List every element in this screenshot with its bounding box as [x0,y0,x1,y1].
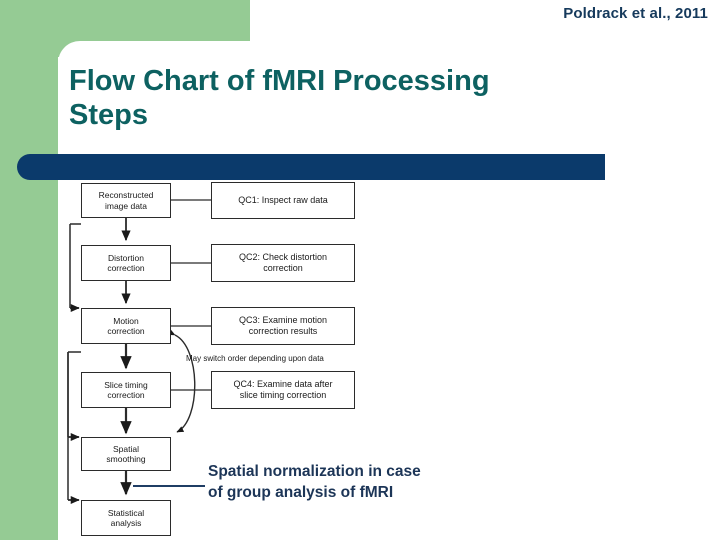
white-title-panel [58,41,720,155]
qc-box-4-line1: QC4: Examine data after [233,379,333,390]
qc-box-3-line2: correction results [248,326,318,336]
qc-box-2-line1: QC2: Check distortion [238,252,328,263]
step-statistical-analysis-line1: Statistical [107,507,145,518]
step-motion-line2: correction [107,326,145,336]
step-slice-timing-line1: Slice timing [104,379,148,390]
qc-box-1-line1: QC1: Inspect raw data [238,195,328,206]
qc-box-1: QC1: Inspect raw data [211,182,355,219]
step-distortion-line1: Distortion [108,252,144,263]
page-title: Flow Chart of fMRI Processing Steps [69,64,629,132]
qc-box-3: QC3: Examine motion correction results [211,307,355,345]
step-distortion: Distortion correction [81,245,171,281]
qc-box-2: QC2: Check distortion correction [211,244,355,282]
qc-box-2-line2: correction [263,263,303,273]
step-spatial-smoothing: Spatial smoothing [81,437,171,471]
step-reconstructed-line2: image data [104,200,148,211]
step-spatial-smoothing-line2: smoothing [106,454,146,464]
annotation-text: Spatial normalization in case of group a… [208,462,508,504]
green-left-strip [0,0,58,540]
qc-box-3-line1: QC3: Examine motion [238,315,328,326]
annotation-text-line1: Spatial normalization in case [208,463,421,480]
step-statistical-analysis: Statistical analysis [81,500,171,536]
fmri-processing-flowchart: Reconstructed image data Distortion corr… [58,180,458,538]
qc-box-4: QC4: Examine data after slice timing cor… [211,371,355,409]
step-motion: Motion correction [81,308,171,344]
page-title-line2: Steps [69,99,148,132]
step-motion-line1: Motion [113,315,139,326]
navy-accent-bar [17,154,605,180]
qc-box-4-line2: slice timing correction [239,390,327,400]
annotation-leader-line [133,485,205,487]
annotation-text-line2: of group analysis of fMRI [208,483,394,501]
step-distortion-line2: correction [107,263,145,273]
step-reconstructed: Reconstructed image data [81,183,171,218]
step-spatial-smoothing-line1: Spatial [113,443,139,454]
step-slice-timing-line2: correction [107,390,145,400]
source-credit: Poldrack et al., 2011 [563,5,708,22]
step-statistical-analysis-line2: analysis [110,518,142,528]
step-slice-timing: Slice timing correction [81,372,171,408]
flowchart-connectors [67,199,211,504]
switch-order-label: May switch order depending upon data [186,354,324,363]
step-reconstructed-line1: Reconstructed [98,190,154,201]
page-title-line1: Flow Chart of fMRI Processing [69,65,490,97]
